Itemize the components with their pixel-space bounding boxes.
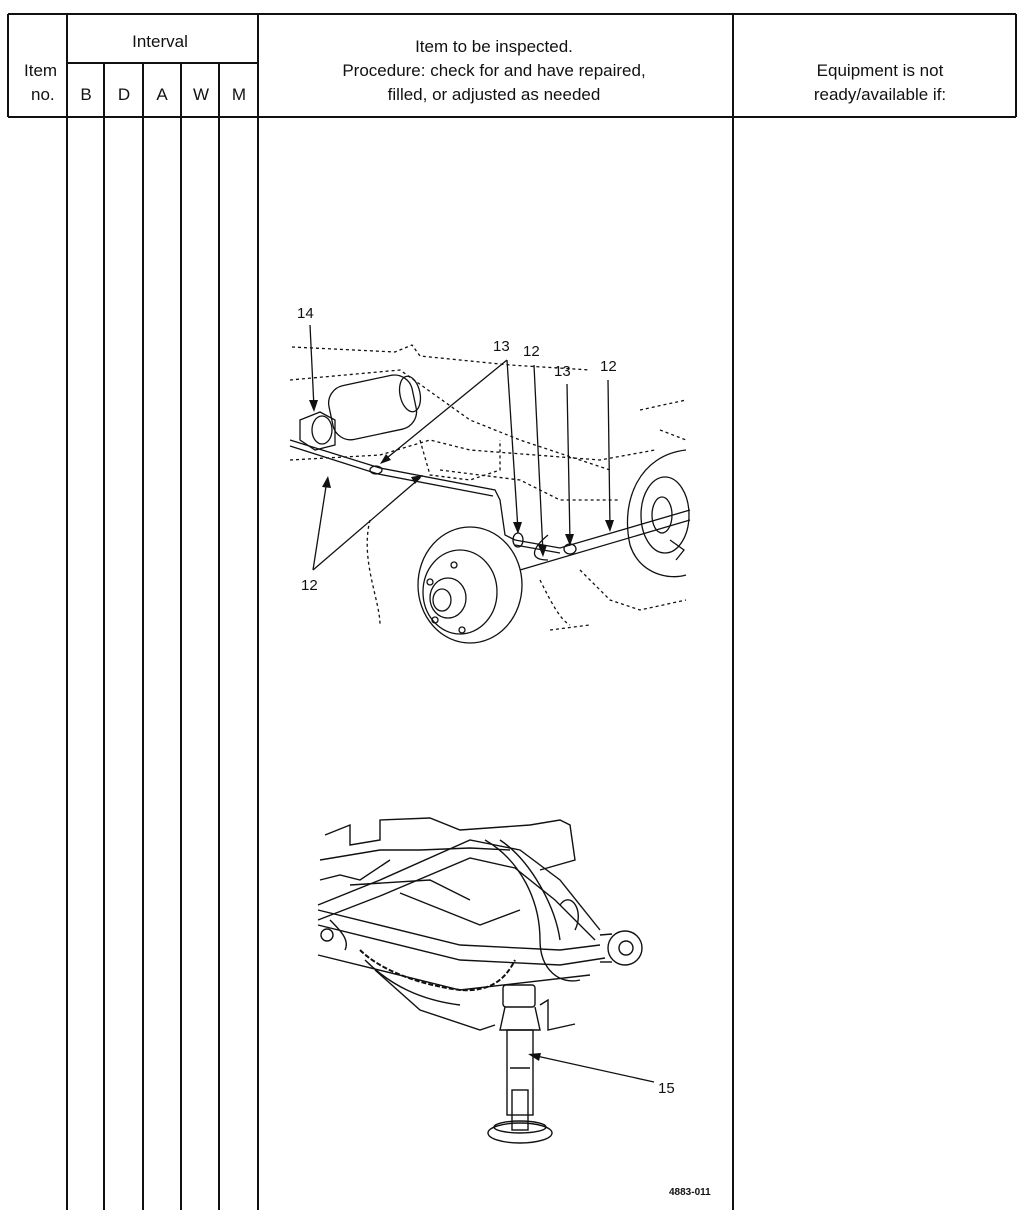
callout-14: 14 bbox=[297, 305, 314, 322]
callout-leaders bbox=[309, 324, 655, 1083]
procedure-header-line2: Procedure: check for and have repaired, bbox=[342, 61, 646, 80]
interval-col-d: D bbox=[117, 85, 131, 104]
table-grid bbox=[7, 13, 1017, 1210]
callout-13-second: 13 bbox=[554, 363, 571, 380]
interval-col-b: B bbox=[80, 85, 92, 104]
callout-arrowheads bbox=[309, 400, 614, 1061]
procedure-header-line3: filled, or adjusted as needed bbox=[387, 85, 601, 104]
equipment-header-line2: ready/available if: bbox=[813, 85, 947, 104]
interval-header: Interval bbox=[132, 32, 188, 51]
procedure-header-line1: Item to be inspected. bbox=[415, 37, 573, 56]
brake-line-illustration bbox=[289, 344, 691, 644]
callout-12-second: 12 bbox=[600, 358, 617, 375]
equipment-header-line1: Equipment is not bbox=[816, 61, 944, 80]
item-no-header-line2: no. bbox=[31, 85, 55, 104]
callout-12-third: 12 bbox=[301, 577, 318, 594]
jack-drawbar-illustration bbox=[317, 817, 643, 1144]
item-no-header-line1: Item bbox=[24, 61, 58, 80]
interval-col-m: M bbox=[231, 85, 247, 104]
callout-15: 15 bbox=[658, 1080, 675, 1097]
callout-12-first: 12 bbox=[523, 343, 540, 360]
interval-col-a: A bbox=[156, 85, 168, 104]
interval-col-w: W bbox=[192, 85, 210, 104]
figure-id: 4883-011 bbox=[669, 1187, 711, 1198]
callout-13-first: 13 bbox=[493, 338, 510, 355]
